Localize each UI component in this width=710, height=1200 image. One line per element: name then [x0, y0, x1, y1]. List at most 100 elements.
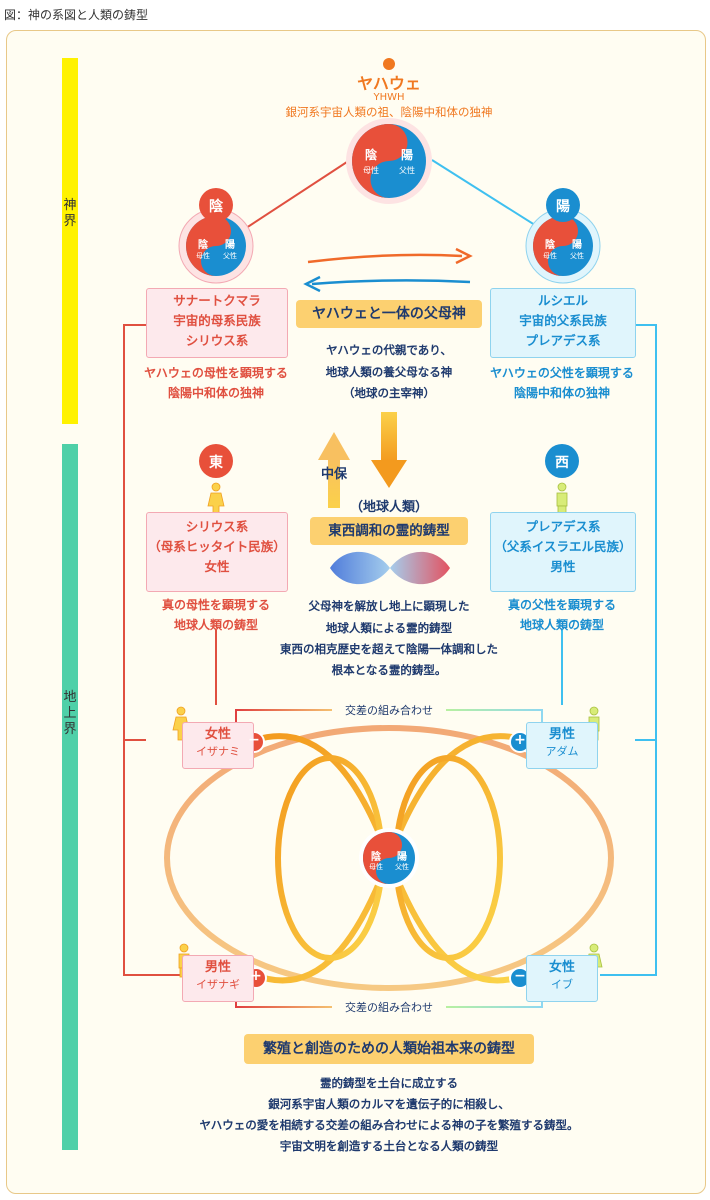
right-yinyang — [525, 208, 601, 284]
izanagi-main: 男性 — [204, 960, 231, 975]
bottom-desc-1: 霊的鋳型を土台に成立する — [320, 1076, 458, 1090]
mold-desc-1: 父母神を解放し地上に顕現した — [308, 599, 470, 613]
left-god-desc-1: ヤハウェの母性を顕現する — [144, 366, 288, 380]
mobius-band — [330, 551, 450, 585]
cross-line-top-left — [235, 709, 332, 723]
earth-realm-bar — [62, 444, 78, 1150]
figure-caption: 図：神の系図と人類の鋳型 — [4, 8, 149, 22]
cross-line-top-right — [446, 709, 543, 723]
pleiades-human-line-3: 男性 — [550, 559, 576, 574]
divine-realm-bar — [62, 58, 78, 424]
top-yinyang — [346, 118, 432, 204]
right-yin-label: 陰 — [545, 240, 555, 251]
connector-top-left — [239, 159, 351, 233]
bottom-desc-4: 宇宙文明を創造する土台となる人類の鋳型 — [279, 1139, 499, 1153]
right-god-desc-2: 陰陽中和体の独神 — [513, 386, 610, 400]
sirius-human-box: シリウス系 （母系ヒッタイト民族） 女性 — [146, 512, 288, 592]
bottom-desc-2: 銀河系宇宙人類のカルマを遺伝子的に相殺し、 — [268, 1097, 510, 1111]
east-west-mold-title: 東西調和の霊的鋳型 — [310, 517, 468, 545]
outer-left-line — [123, 324, 180, 976]
adam-sub: アダム — [545, 745, 579, 758]
right-human-desc-1: 真の父性を顕現する — [507, 598, 616, 612]
pleiades-human-box: プレアデス系 （父系イスラエル民族） 男性 — [490, 512, 636, 592]
left-god-desc-2: 陰陽中和体の独神 — [167, 386, 264, 400]
yahweh-desc: 銀河系宇宙人類の祖、陰陽中和体の独神 — [285, 105, 493, 119]
sanat-kumara-line-2: 宇宙的母系民族 — [173, 313, 261, 328]
up-arrow — [328, 458, 340, 508]
right-mother-label: 母性 — [543, 252, 557, 260]
izanami-box: 女性 イザナミ — [182, 722, 254, 769]
eve-box: 女性 イブ — [526, 955, 598, 1002]
luciel-box: ルシエル 宇宙的父系民族 プレアデス系 — [490, 288, 636, 358]
izanami-main: 女性 — [204, 727, 231, 742]
plus-sign-tr: + — [514, 732, 526, 748]
outer-right-line — [600, 324, 657, 976]
down-arrow — [381, 412, 397, 462]
mold-desc-2: 地球人類による霊的鋳型 — [325, 621, 453, 635]
east-badge-circle — [199, 444, 233, 478]
chuho-label: 中保 — [320, 467, 347, 482]
luciel-line-1: ルシエル — [537, 293, 588, 308]
pleiades-human-line-1: プレアデス系 — [525, 519, 601, 534]
arrow-right — [307, 253, 463, 264]
ancestor-mold-title: 繁殖と創造のための人類始祖本来の鋳型 — [244, 1034, 534, 1064]
left-human-desc-2: 地球人類の鋳型 — [173, 618, 258, 632]
yang-badge-circle — [546, 188, 580, 222]
yahweh-name: ヤハウェ — [357, 74, 421, 93]
sirius-human-line-3: 女性 — [204, 559, 230, 574]
female-person-icon-left — [207, 482, 225, 515]
center-desc-1: ヤハウェの代親であり、 — [326, 343, 452, 357]
bottom-yin-label: 陰 — [371, 852, 381, 863]
left-mother-label: 母性 — [196, 252, 210, 260]
left-yinyang — [178, 208, 254, 284]
bottom-yinyang — [359, 828, 419, 888]
male-person-icon-right — [556, 482, 568, 515]
center-desc-2: 地球人類の養父母なる神 — [325, 365, 453, 379]
adam-main: 男性 — [548, 727, 575, 742]
izanami-sub: イザナミ — [196, 745, 240, 758]
plus-sign-bl: + — [250, 968, 262, 984]
cross-label-top: 交差の組み合わせ — [332, 702, 446, 718]
adam-box: 男性 アダム — [526, 722, 598, 769]
right-human-desc-2: 地球人類の鋳型 — [519, 618, 604, 632]
minus-sign-tl: − — [248, 732, 260, 748]
eve-main: 女性 — [548, 960, 575, 975]
right-god-desc-1: ヤハウェの父性を顕現する — [490, 366, 634, 380]
earth-realm-label: 地上界 — [63, 690, 77, 737]
cross-label-bottom: 交差の組み合わせ — [332, 999, 446, 1015]
sanat-kumara-line-3: シリウス系 — [185, 333, 249, 348]
eve-sub: イブ — [551, 978, 573, 991]
pleiades-human-line-2: （父系イスラエル民族） — [494, 539, 632, 554]
left-father-label: 父性 — [223, 252, 237, 260]
sirius-human-line-1: シリウス系 — [185, 519, 249, 534]
top-father-label: 父性 — [399, 166, 415, 175]
connector-top-right — [431, 159, 547, 233]
right-yang-label: 陽 — [572, 240, 582, 251]
east-badge: 東 — [209, 455, 223, 471]
mold-desc-3: 東西の相克歴史を超えて陰陽一体調和した — [280, 642, 498, 656]
top-yang-label: 陽 — [400, 148, 413, 162]
left-human-desc-1: 真の母性を顕現する — [161, 598, 270, 612]
luciel-line-3: プレアデス系 — [525, 333, 601, 348]
earth-people-label: （地球人類） — [349, 500, 428, 515]
outer-loop — [164, 725, 614, 991]
bottom-mother-label: 母性 — [369, 863, 383, 871]
sanat-kumara-box: サナートクマラ 宇宙的母系民族 シリウス系 — [146, 288, 288, 358]
top-mother-label: 母性 — [363, 166, 379, 175]
arrow-left — [311, 279, 471, 286]
bottom-father-label: 父性 — [395, 863, 409, 871]
izanagi-sub: イザナギ — [196, 978, 240, 991]
left-yang-label: 陽 — [225, 240, 235, 251]
divine-realm-label: 神界 — [63, 198, 77, 229]
luciel-line-2: 宇宙的父系民族 — [519, 313, 607, 328]
yin-badge: 陰 — [209, 199, 223, 215]
yang-badge: 陽 — [556, 199, 570, 215]
minus-sign-br: − — [514, 968, 526, 984]
center-desc-3: （地球の主宰神） — [343, 386, 435, 400]
yahweh-romaji: YHWH — [373, 92, 405, 103]
left-yin-label: 陰 — [198, 240, 208, 251]
bottom-desc-3: ヤハウェの愛を相続する交差の組み合わせによる神の子を繁殖する鋳型。 — [199, 1118, 579, 1132]
right-father-label: 父性 — [570, 252, 584, 260]
top-yin-label: 陰 — [364, 148, 377, 162]
